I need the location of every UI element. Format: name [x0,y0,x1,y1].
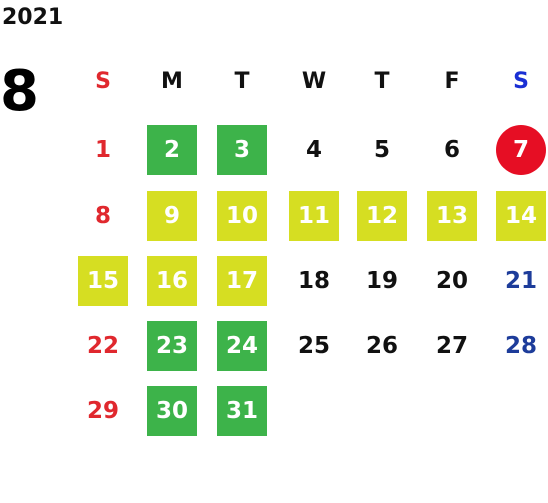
date-cell-30[interactable]: 30 [147,386,197,436]
weekday-header-tue: T [234,68,250,94]
date-cell-20[interactable]: 20 [435,268,468,294]
weekday-header-thu: T [374,68,390,94]
date-cell-1[interactable]: 1 [94,137,111,163]
date-cell-2[interactable]: 2 [147,125,197,175]
date-cell-27[interactable]: 27 [435,333,468,359]
date-cell-29[interactable]: 29 [86,398,119,424]
date-cell-18[interactable]: 18 [297,268,330,294]
weekday-header-sun: S [95,68,111,94]
date-cell-17[interactable]: 17 [217,256,267,306]
date-cell-5[interactable]: 5 [373,137,390,163]
date-cell-15[interactable]: 15 [78,256,128,306]
date-cell-8[interactable]: 8 [94,203,111,229]
weekday-header-sat: S [513,68,529,94]
year-label: 2021 [2,5,64,30]
date-cell-28[interactable]: 28 [504,333,537,359]
weekday-header-wed: W [301,68,327,94]
date-cell-25[interactable]: 25 [297,333,330,359]
date-cell-7[interactable]: 7 [496,125,546,175]
date-cell-6[interactable]: 6 [443,137,460,163]
weekday-header-fri: F [444,68,460,94]
date-cell-31[interactable]: 31 [217,386,267,436]
date-cell-19[interactable]: 19 [365,268,398,294]
date-cell-4[interactable]: 4 [305,137,322,163]
date-cell-14[interactable]: 14 [496,191,546,241]
date-cell-26[interactable]: 26 [365,333,398,359]
date-cell-12[interactable]: 12 [357,191,407,241]
date-cell-22[interactable]: 22 [86,333,119,359]
date-cell-11[interactable]: 11 [289,191,339,241]
date-cell-10[interactable]: 10 [217,191,267,241]
date-cell-13[interactable]: 13 [427,191,477,241]
date-cell-23[interactable]: 23 [147,321,197,371]
date-cell-21[interactable]: 21 [504,268,537,294]
weekday-header-mon: M [161,68,183,94]
date-cell-16[interactable]: 16 [147,256,197,306]
date-cell-3[interactable]: 3 [217,125,267,175]
date-cell-24[interactable]: 24 [217,321,267,371]
month-label: 8 [0,59,39,124]
date-cell-9[interactable]: 9 [147,191,197,241]
